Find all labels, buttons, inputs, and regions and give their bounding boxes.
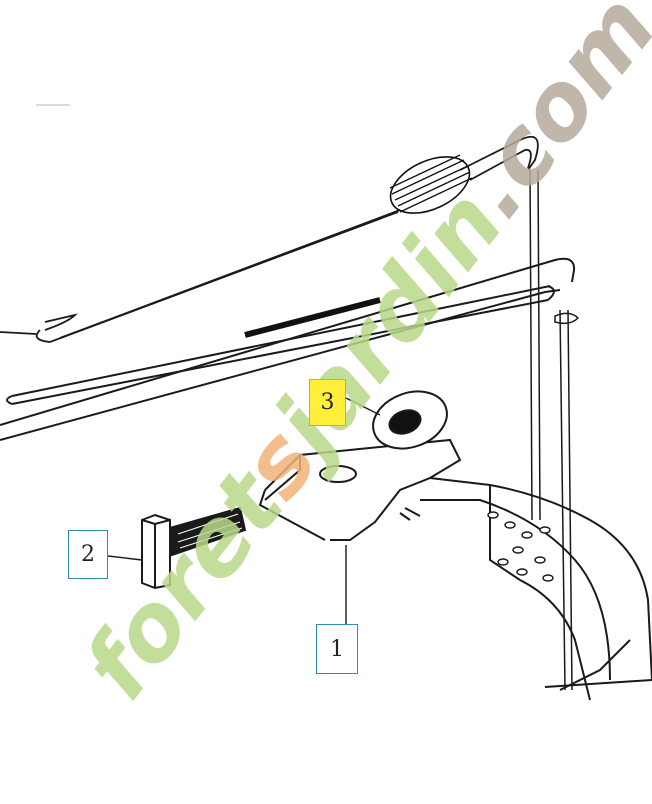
pedal-bracket [258, 438, 652, 701]
bushing-washer [372, 390, 448, 450]
callout-2: 2 [68, 530, 108, 579]
callout-3-label: 3 [320, 390, 335, 415]
upper-coil-spring [389, 154, 473, 214]
bolt [141, 506, 247, 590]
leader-lines [107, 397, 381, 624]
vertical-rods [529, 169, 580, 691]
pedal-holes [487, 511, 554, 582]
cable-spring-section [244, 297, 381, 338]
callout-1-label: 1 [330, 636, 344, 662]
control-rod-with-spring [0, 135, 539, 343]
handle-bar [0, 257, 576, 441]
callout-3: 3 [309, 379, 346, 426]
callout-2-label: 2 [81, 542, 95, 567]
callout-1: 1 [316, 624, 358, 674]
